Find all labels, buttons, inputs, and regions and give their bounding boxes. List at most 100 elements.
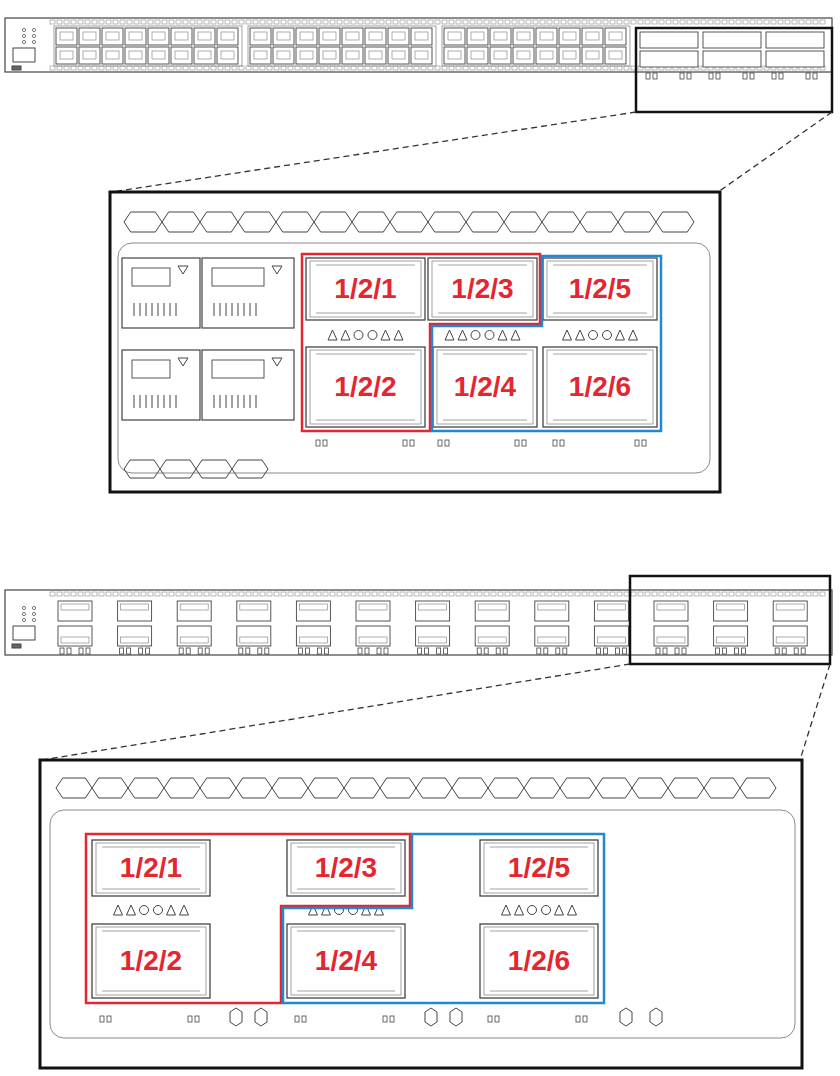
qsfp-cage bbox=[58, 601, 92, 621]
port-box: 1/2/3 bbox=[428, 258, 537, 320]
qsfp-cage bbox=[475, 626, 509, 646]
vent-slot bbox=[232, 20, 237, 24]
vent-slot bbox=[498, 592, 503, 596]
vent-slot bbox=[204, 20, 209, 24]
vent-slot bbox=[309, 20, 314, 24]
vent-slot bbox=[561, 592, 566, 596]
vent-slot bbox=[442, 66, 447, 70]
vent-slot bbox=[211, 66, 216, 70]
led-window bbox=[295, 1016, 299, 1022]
vent-slot bbox=[260, 592, 265, 596]
rj45-port bbox=[250, 28, 271, 45]
led-window bbox=[437, 648, 441, 654]
vent-slot bbox=[743, 20, 748, 24]
vent-hexagon bbox=[56, 778, 92, 798]
vent-slot bbox=[764, 20, 769, 24]
red-port-group-outline bbox=[86, 834, 410, 1003]
vent-slot bbox=[652, 592, 657, 596]
led-window bbox=[418, 648, 422, 654]
vent-slot bbox=[134, 66, 139, 70]
switch-chassis bbox=[5, 590, 832, 655]
vent-slot bbox=[218, 20, 223, 24]
cage-latch bbox=[316, 313, 415, 314]
port-box: 1/2/2 bbox=[306, 347, 425, 427]
cage-latch bbox=[316, 265, 415, 266]
vent-hexagon bbox=[200, 212, 238, 232]
vent-slot bbox=[57, 20, 62, 24]
usb-port bbox=[12, 644, 21, 648]
vent-slot bbox=[428, 66, 433, 70]
rj45-contact bbox=[256, 395, 257, 408]
vent-slot bbox=[197, 20, 202, 24]
red-port-group-outline bbox=[302, 254, 540, 431]
port-box: 1/2/5 bbox=[480, 840, 598, 896]
vent-hexagon bbox=[162, 212, 200, 232]
port-number: 1/2/5 bbox=[566, 274, 634, 305]
vent-slot bbox=[778, 592, 783, 596]
vent-slot bbox=[50, 592, 55, 596]
vent-hexagon bbox=[618, 212, 656, 232]
vent-slot bbox=[344, 20, 349, 24]
vent-slot bbox=[253, 20, 258, 24]
led-window bbox=[60, 648, 64, 654]
vent-slot bbox=[148, 20, 153, 24]
led-circle-icon bbox=[354, 331, 363, 340]
vent-slot bbox=[246, 66, 251, 70]
screw-hexagon bbox=[255, 1008, 267, 1026]
vent-slot bbox=[288, 66, 293, 70]
mgmt-port bbox=[13, 48, 35, 62]
rj45-port bbox=[102, 28, 123, 45]
rj45-jack bbox=[277, 32, 290, 40]
led-window bbox=[258, 648, 262, 654]
rj45-port bbox=[273, 47, 294, 64]
vent-slot bbox=[337, 592, 342, 596]
vent-slot bbox=[638, 20, 643, 24]
vent-slot bbox=[183, 592, 188, 596]
vent-slot bbox=[232, 66, 237, 70]
status-led bbox=[32, 606, 35, 609]
vent-slot bbox=[442, 20, 447, 24]
vent-slot bbox=[120, 66, 125, 70]
vent-slot bbox=[456, 20, 461, 24]
vent-slot bbox=[666, 592, 671, 596]
rj45-jack bbox=[369, 32, 382, 40]
vent-slot bbox=[134, 20, 139, 24]
rj45-port bbox=[365, 28, 386, 45]
cage-latch bbox=[490, 889, 588, 890]
vent-hexagon bbox=[160, 460, 196, 478]
port-cage-inner bbox=[432, 261, 533, 317]
led-circle-icon bbox=[485, 331, 494, 340]
led-triangle-icon bbox=[167, 905, 176, 915]
vent-slot bbox=[218, 66, 223, 70]
port-cage bbox=[306, 258, 425, 320]
qsfp-latch bbox=[359, 637, 387, 643]
led-window bbox=[675, 648, 679, 654]
vent-slot bbox=[190, 20, 195, 24]
vent-slot bbox=[407, 66, 412, 70]
vent-slot bbox=[554, 66, 559, 70]
vent-slot bbox=[715, 20, 720, 24]
rj45-port bbox=[148, 47, 169, 64]
vent-slot bbox=[274, 592, 279, 596]
vent-slot bbox=[316, 66, 321, 70]
vent-slot bbox=[806, 592, 811, 596]
port-number: 1/2/4 bbox=[451, 372, 519, 403]
qsfp-latch bbox=[478, 637, 506, 643]
led-window bbox=[67, 648, 71, 654]
vent-slot bbox=[519, 66, 524, 70]
qsfp-latch bbox=[776, 604, 804, 610]
rj45-contact bbox=[176, 303, 177, 316]
led-circle-icon bbox=[368, 331, 377, 340]
led-window bbox=[553, 440, 557, 446]
rj45-contact bbox=[158, 395, 159, 408]
rj45-port bbox=[342, 28, 363, 45]
qsfp-cage bbox=[714, 601, 748, 621]
vent-slot bbox=[491, 592, 496, 596]
vent-slot bbox=[449, 592, 454, 596]
port-number: 1/2/6 bbox=[505, 946, 573, 977]
vent-hexagon bbox=[656, 212, 694, 232]
rj45-jack bbox=[586, 51, 599, 59]
port-box: 1/2/2 bbox=[92, 924, 210, 998]
vent-slot bbox=[253, 66, 258, 70]
zoom-leader-line bbox=[42, 664, 630, 760]
